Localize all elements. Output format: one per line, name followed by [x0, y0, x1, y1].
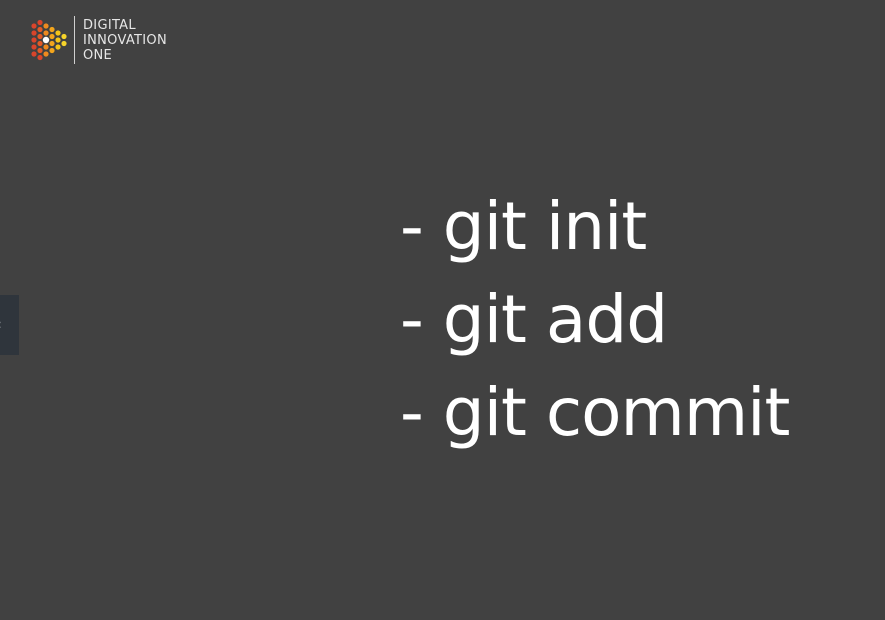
command-git-init: - git init	[400, 188, 647, 265]
brand-logo: DIGITAL INNOVATION ONE	[30, 16, 167, 64]
brand-line-2: INNOVATION	[83, 32, 167, 48]
command-git-add: - git add	[400, 281, 668, 358]
side-panel-toggle[interactable]: ‹	[0, 295, 19, 355]
git-commands-list: - git init - git add - git commit	[400, 180, 790, 459]
logo-divider	[74, 16, 75, 64]
brand-line-1: DIGITAL	[83, 17, 136, 33]
brand-name: DIGITAL INNOVATION ONE	[83, 18, 167, 63]
collapse-arrow-icon: ‹	[0, 318, 2, 332]
command-git-commit: - git commit	[400, 374, 790, 451]
hexagon-play-icon	[31, 19, 67, 61]
brand-line-3: ONE	[83, 47, 113, 63]
